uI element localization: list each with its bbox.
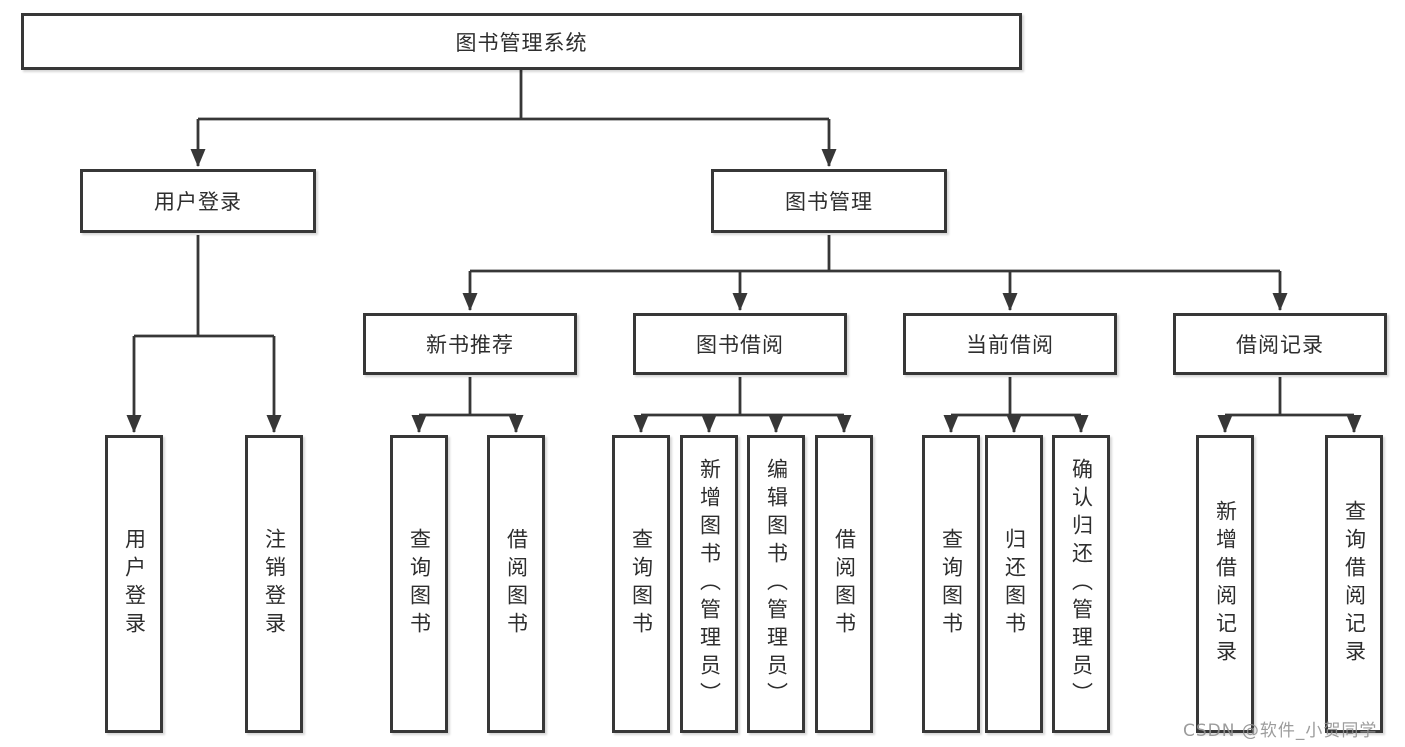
node-book-borrow: 图书借阅 xyxy=(633,313,847,375)
node-new-book-recommend: 新书推荐 xyxy=(363,313,577,375)
node-label: 图书管理 xyxy=(785,190,873,214)
node-current-borrow: 当前借阅 xyxy=(903,313,1117,375)
connector-book-borrow-to-leaves xyxy=(633,377,852,433)
node-root: 图书管理系统 xyxy=(21,13,1022,70)
connector-user-login-to-leaves xyxy=(126,235,282,433)
node-label: 用户登录 xyxy=(122,528,147,640)
node-label: 查询图书 xyxy=(629,528,654,640)
node-label: 当前借阅 xyxy=(966,333,1054,357)
node-label: 查询图书 xyxy=(407,528,432,640)
node-leaf-edit-books-admin: 编辑图书（管理员） xyxy=(747,435,805,733)
node-leaf-borrow-books: 借阅图书 xyxy=(815,435,873,733)
node-leaf-return-books: 归还图书 xyxy=(985,435,1043,733)
node-leaf-confirm-return-admin: 确认归还（管理员） xyxy=(1052,435,1110,733)
node-label: 编辑图书（管理员） xyxy=(764,458,789,710)
node-label: 借阅图书 xyxy=(504,528,529,640)
watermark: CSDN @软件_小贺同学 xyxy=(1183,721,1378,741)
node-borrow-records: 借阅记录 xyxy=(1173,313,1387,375)
node-leaf-borrow-books-recommend: 借阅图书 xyxy=(487,435,545,733)
node-label: 查询图书 xyxy=(939,528,964,640)
node-leaf-user-login: 用户登录 xyxy=(105,435,163,733)
node-label: 归还图书 xyxy=(1002,528,1027,640)
connector-borrow-records-to-leaves xyxy=(1217,377,1362,433)
node-label: 注销登录 xyxy=(262,528,287,640)
node-label: 图书管理系统 xyxy=(455,30,588,55)
connector-current-borrow-to-leaves xyxy=(943,377,1089,433)
node-user-login: 用户登录 xyxy=(80,169,316,233)
node-label: 新增图书（管理员） xyxy=(697,458,722,710)
node-leaf-query-borrow-record: 查询借阅记录 xyxy=(1325,435,1383,733)
node-label: 用户登录 xyxy=(154,190,242,214)
node-label: 图书借阅 xyxy=(696,333,784,357)
node-leaf-add-books-admin: 新增图书（管理员） xyxy=(680,435,738,733)
node-leaf-query-books-recommend: 查询图书 xyxy=(390,435,448,733)
node-leaf-query-books-borrow: 查询图书 xyxy=(612,435,670,733)
connector-root-to-level2 xyxy=(190,70,837,167)
connector-book-management-to-level3 xyxy=(462,235,1288,311)
node-label: 新增借阅记录 xyxy=(1213,500,1238,668)
node-leaf-logout: 注销登录 xyxy=(245,435,303,733)
node-book-management: 图书管理 xyxy=(711,169,947,233)
node-label: 借阅图书 xyxy=(832,528,857,640)
connector-new-book-recommend-to-leaves xyxy=(411,377,524,433)
node-label: 确认归还（管理员） xyxy=(1069,458,1094,710)
node-label: 借阅记录 xyxy=(1236,333,1324,357)
node-label: 查询借阅记录 xyxy=(1342,500,1367,668)
node-leaf-add-borrow-record: 新增借阅记录 xyxy=(1196,435,1254,733)
node-label: 新书推荐 xyxy=(426,333,514,357)
node-leaf-query-books-current: 查询图书 xyxy=(922,435,980,733)
